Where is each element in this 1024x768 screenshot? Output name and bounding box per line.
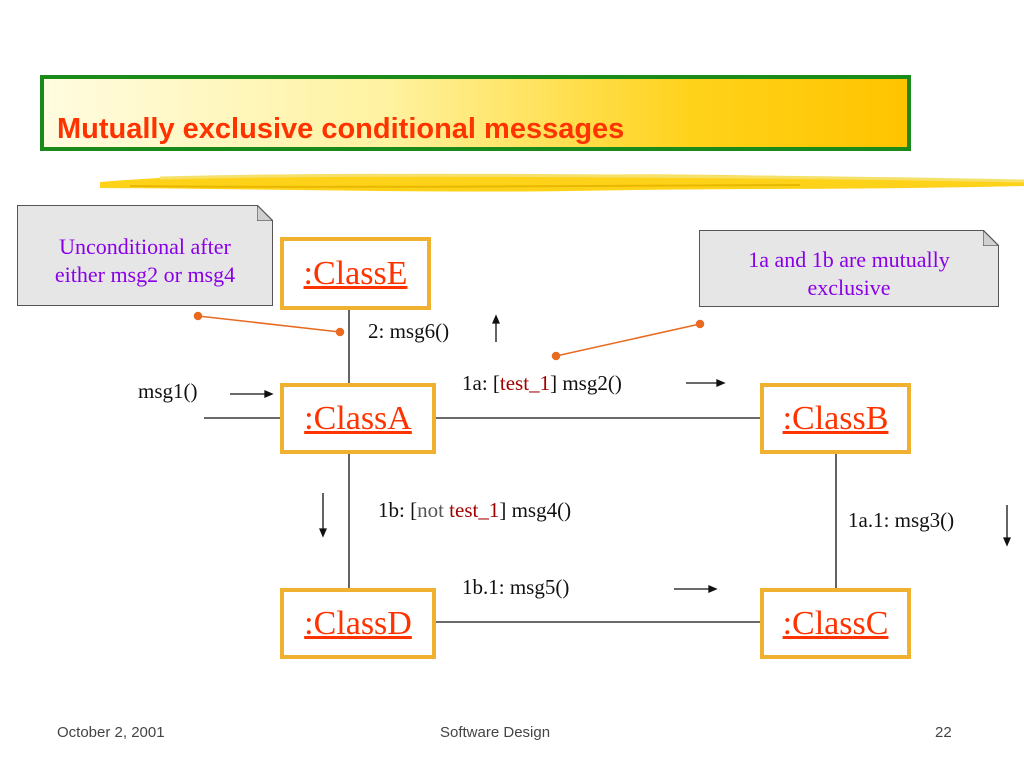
footer-course: Software Design [440,724,551,741]
message-1a-suffix: ] msg2() [550,371,622,395]
message-msg1: msg1() [138,379,198,403]
message-1b-prefix: 1b: [ [378,498,418,522]
footer-page-number: 22 [935,724,952,741]
connector-left-note [193,311,345,337]
note-line: Unconditional after [59,234,231,259]
note-line: exclusive [807,274,891,300]
message-1a-guard: test_1 [499,371,551,395]
connector-right-note [551,319,705,361]
brush-stroke-decoration [100,173,1024,192]
message-1b1: 1b.1: msg5() [462,575,570,599]
note-line: either msg2 or msg4 [54,261,236,287]
message-1a-prefix: 1a: [ [462,371,500,395]
class-a-box: :ClassA [280,383,436,454]
class-e-box: :ClassE [280,237,431,310]
message-msg6: 2: msg6() [368,319,450,343]
message-1b-suffix: ] msg4() [499,498,572,522]
note-fold-corner [983,230,999,246]
note-mutually-exclusive: 1a and 1b are mutually exclusive [699,230,999,307]
arrow-msg1 [230,390,274,398]
class-c-box: :ClassC [760,588,911,659]
title-banner: Mutually exclusive conditional messages [40,75,911,151]
arrow-msg3 [1003,505,1011,547]
arrow-msg4 [319,493,327,538]
note-unconditional: Unconditional after either msg2 or msg4 [17,205,273,306]
footer-date: October 2, 2001 [57,724,165,741]
note-fold-corner [257,205,273,221]
message-1b-guard: test_1 [449,498,500,522]
message-1a: 1a: [test_1] msg2() [462,371,622,396]
class-b-box: :ClassB [760,383,911,454]
arrow-msg6 [492,314,500,342]
message-1b-not: not [417,498,444,522]
slide-title: Mutually exclusive conditional messages [57,113,625,145]
arrow-msg2 [686,379,726,387]
arrow-msg5 [674,585,718,593]
note-line: 1a and 1b are mutually [748,247,950,272]
message-1b: 1b: [not test_1] msg4() [378,498,571,523]
message-1a1: 1a.1: msg3() [848,508,955,532]
class-d-box: :ClassD [280,588,436,659]
